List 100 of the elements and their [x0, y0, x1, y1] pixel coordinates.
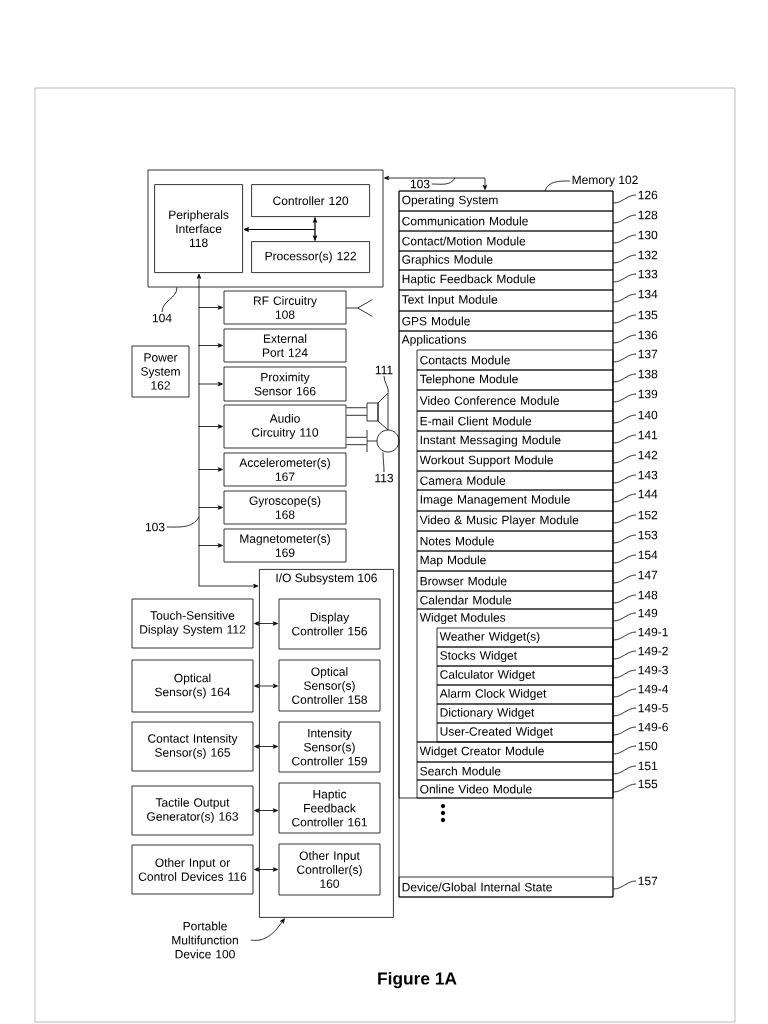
callout-number: 153 [638, 530, 658, 540]
arrow [198, 343, 223, 348]
callout-number: 149-5 [638, 703, 668, 713]
leader-line [613, 393, 637, 403]
callout-number: 128 [638, 210, 658, 220]
module-row: Workout Support Module [416, 450, 614, 472]
component-box: Other Input or Control Devices 116 [131, 844, 254, 895]
module-row: Contact/Motion Module [398, 230, 614, 252]
module-row: Device/Global Internal State [398, 876, 614, 898]
arrow [198, 381, 223, 387]
module-row: GPS Module [398, 310, 614, 332]
module-row: Graphics Module [398, 250, 614, 271]
module-row: Browser Module [416, 570, 614, 592]
leader-line [613, 353, 637, 363]
module-row: Instant Messaging Module [416, 430, 614, 452]
bus-arrow [196, 273, 202, 587]
leader-line [613, 293, 637, 303]
callout-number: 154 [638, 550, 658, 560]
connector-line [346, 436, 367, 446]
leader-line [613, 474, 637, 484]
arrow [198, 543, 223, 548]
module-row: E-mail Client Module [416, 410, 614, 432]
memory-label: Memory 102 [572, 175, 638, 187]
leader-line [613, 631, 637, 641]
component-box: Accelerometer(s) 167 [223, 452, 347, 487]
leader-line [613, 594, 637, 604]
leader-line [613, 214, 637, 224]
controller-box: Haptic Feedback Controller 161 [278, 782, 381, 834]
component-box: Audio Circuitry 110 [223, 404, 347, 449]
module-row: Calculator Widget [436, 665, 614, 686]
leader-line [613, 273, 637, 283]
callout-number: 133 [638, 269, 658, 279]
leader-line [613, 194, 637, 204]
leader-line [613, 612, 637, 622]
arrow [254, 808, 278, 813]
module-row: Video Conference Module [416, 389, 614, 412]
leader-line [161, 287, 178, 313]
interface-box: Peripherals Interface 118 [154, 184, 243, 273]
callout-number: 142 [638, 450, 658, 460]
leader-line [613, 334, 637, 344]
callout-number: 147 [638, 570, 658, 580]
arrow [198, 583, 259, 589]
module-row: Calendar Module [416, 590, 614, 610]
module-row: User-Created Widget [436, 722, 614, 743]
component-box: Tactile Output Generator(s) 163 [131, 785, 254, 836]
callout-number: 135 [638, 310, 658, 320]
callout-number: 113 [375, 473, 394, 483]
module-row: Stocks Widget [436, 646, 614, 667]
module-row: Telephone Module [416, 369, 614, 391]
arrow [198, 305, 223, 310]
callout-number: 149-6 [638, 722, 668, 732]
leader-line [613, 765, 637, 775]
arrow [254, 744, 278, 749]
controller-box: Intensity Sensor(s) Controller 159 [278, 721, 381, 773]
module-row: Video & Music Player Module [416, 510, 614, 532]
component-box: Magnetometer(s) 169 [223, 528, 347, 563]
arrow [254, 621, 278, 626]
component-box: Touch-Sensitive Display System 112 [131, 598, 254, 649]
component-box: Proximity Sensor 166 [223, 366, 347, 402]
callout-number: 111 [375, 365, 393, 375]
callout-number: 130 [638, 230, 658, 240]
leader-line [613, 669, 637, 679]
module-row: Image Management Module [416, 489, 614, 512]
callout-number: 138 [638, 369, 658, 379]
leader-line [613, 454, 637, 464]
callout-number: 144 [638, 489, 658, 499]
arrow [384, 175, 488, 190]
leader-line [613, 554, 637, 564]
curved-arrow [250, 918, 285, 941]
module-row: Dictionary Widget [436, 703, 614, 724]
callout-number: 140 [638, 410, 658, 420]
module-row: Camera Module [416, 470, 614, 491]
processor-box: Processor(s) 122 [251, 241, 370, 273]
leader-line [613, 650, 637, 660]
callout-number: 143 [638, 470, 658, 480]
controller-box: Other Input Controller(s) 160 [278, 843, 381, 896]
leader-line [613, 707, 637, 717]
leader-line [613, 314, 637, 324]
arrow [254, 867, 278, 872]
leader-line [431, 177, 456, 185]
callout-number: 149 [638, 608, 658, 618]
callout-number: 157 [638, 876, 658, 886]
callout-number: 103 [145, 522, 165, 532]
leader-line [613, 373, 637, 383]
callout-number: 137 [638, 349, 658, 359]
leader-line [613, 493, 637, 503]
speaker-symbol [366, 392, 389, 431]
subsystem-frame [147, 169, 384, 288]
leader-line [544, 180, 571, 191]
component-box: Gyroscope(s) 168 [223, 490, 347, 525]
leader-line [613, 514, 637, 524]
callout-number: 149-3 [638, 665, 668, 675]
caption: Figure 1A [378, 971, 457, 989]
callout-number: 136 [638, 330, 658, 340]
callout-number: 149-1 [638, 627, 668, 637]
callout-number: 132 [638, 250, 658, 260]
callout-number: 150 [638, 741, 658, 751]
leader-line [166, 516, 200, 528]
leader-line [613, 434, 637, 444]
callout-number: 152 [638, 510, 658, 520]
